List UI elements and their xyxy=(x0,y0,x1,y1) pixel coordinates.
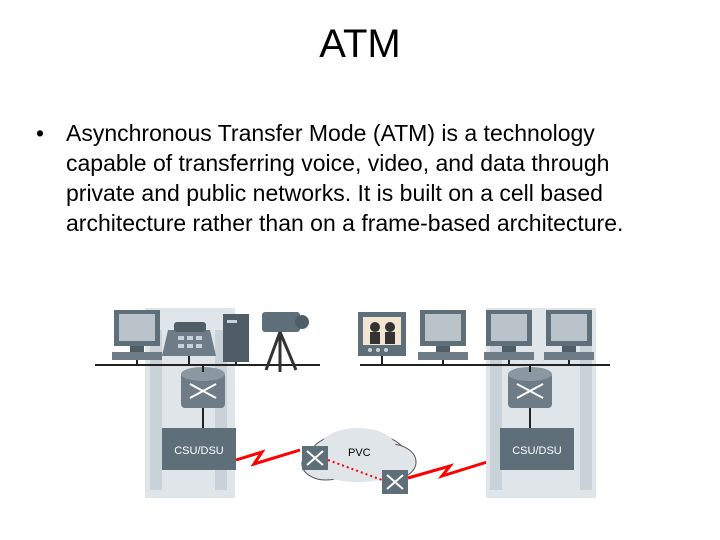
right-wan-link xyxy=(407,456,501,480)
left-csu-dsu-box: CSU/DSU xyxy=(162,428,236,470)
video-camera-icon xyxy=(262,312,309,372)
atm-switch-icon-right xyxy=(382,470,408,494)
right-pc-icon-3 xyxy=(544,310,594,365)
right-csu-dsu-label: CSU/DSU xyxy=(512,445,562,457)
right-pc-icon-1 xyxy=(418,310,468,365)
right-router-icon xyxy=(508,365,552,428)
right-pc-icon-2 xyxy=(484,310,534,365)
left-csu-dsu-label: CSU/DSU xyxy=(174,445,224,457)
video-conference-monitor-icon xyxy=(358,312,406,365)
left-wan-link xyxy=(235,448,301,467)
telephone-icon xyxy=(162,322,216,365)
right-csu-dsu-box: CSU/DSU xyxy=(500,428,574,470)
left-pc-icon xyxy=(112,310,162,365)
atm-switch-icon-left xyxy=(302,446,328,470)
bullet-text: Asynchronous Transfer Mode (ATM) is a te… xyxy=(66,120,624,236)
slide-title: ATM xyxy=(319,22,401,66)
server-icon xyxy=(223,314,249,365)
left-router-icon xyxy=(181,365,225,428)
bullet-dot: • xyxy=(36,120,45,146)
atm-network-diagram: CSU/DSU PVC xyxy=(95,308,610,498)
pvc-label: PVC xyxy=(348,447,371,459)
